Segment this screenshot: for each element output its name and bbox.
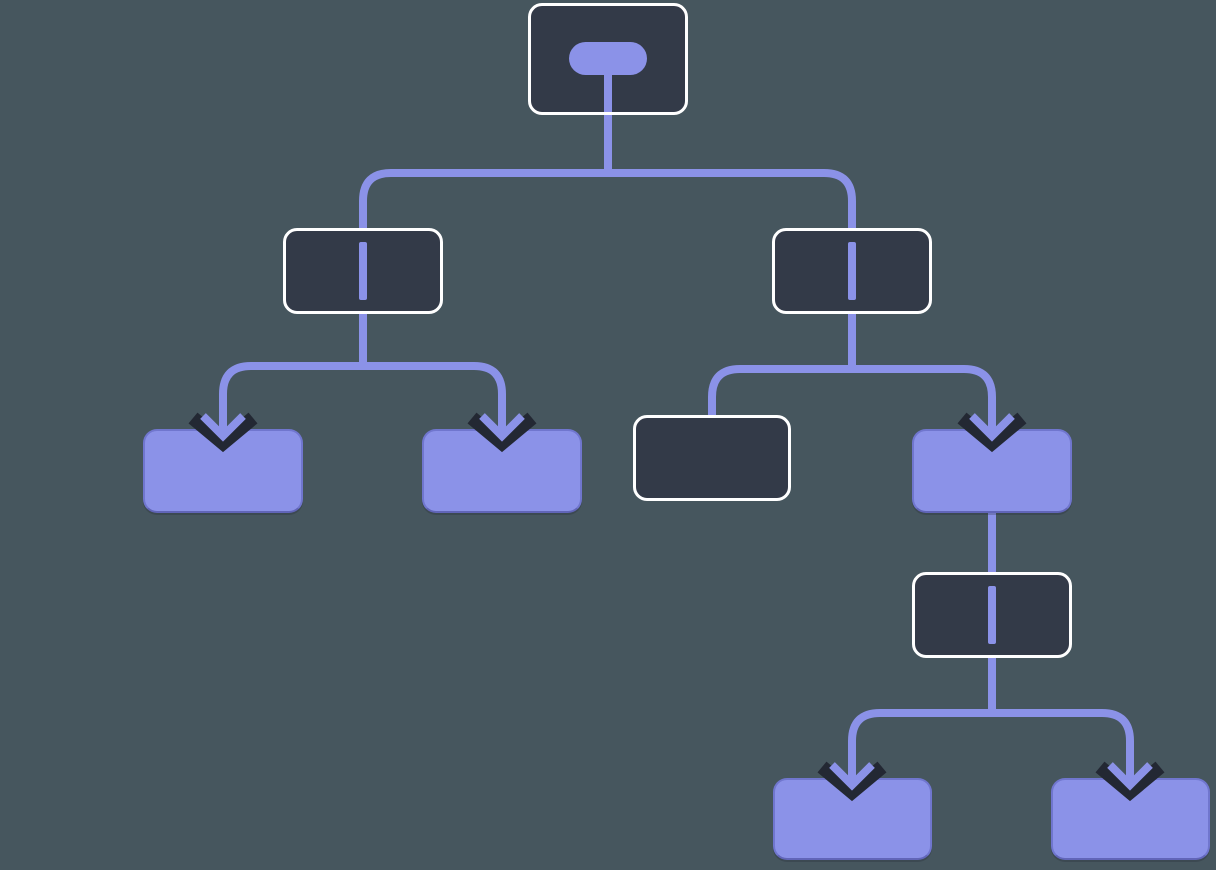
vertical-line-icon <box>988 586 996 644</box>
node-leaf-bottom-1 <box>773 778 932 860</box>
node-leaf-bottom-2 <box>1051 778 1210 860</box>
connector-root-branch-bar <box>359 169 856 233</box>
node-leaf-left-2 <box>422 429 582 513</box>
connector-lower-branch-bar <box>848 709 1134 782</box>
node-leaf-left-1 <box>143 429 303 513</box>
vertical-line-icon <box>359 242 367 300</box>
node-branch-right <box>772 228 932 314</box>
node-node-plain <box>633 415 791 501</box>
vertical-line-icon <box>848 242 856 300</box>
node-leaf-right <box>912 429 1072 513</box>
node-root <box>528 3 688 115</box>
node-branch-lower <box>912 572 1072 658</box>
connector-right-branch-bar <box>708 365 996 434</box>
connector-left-branch-bar <box>219 362 506 434</box>
pill-root-stem <box>604 72 612 112</box>
pill-root-icon <box>569 42 647 75</box>
node-branch-left <box>283 228 443 314</box>
